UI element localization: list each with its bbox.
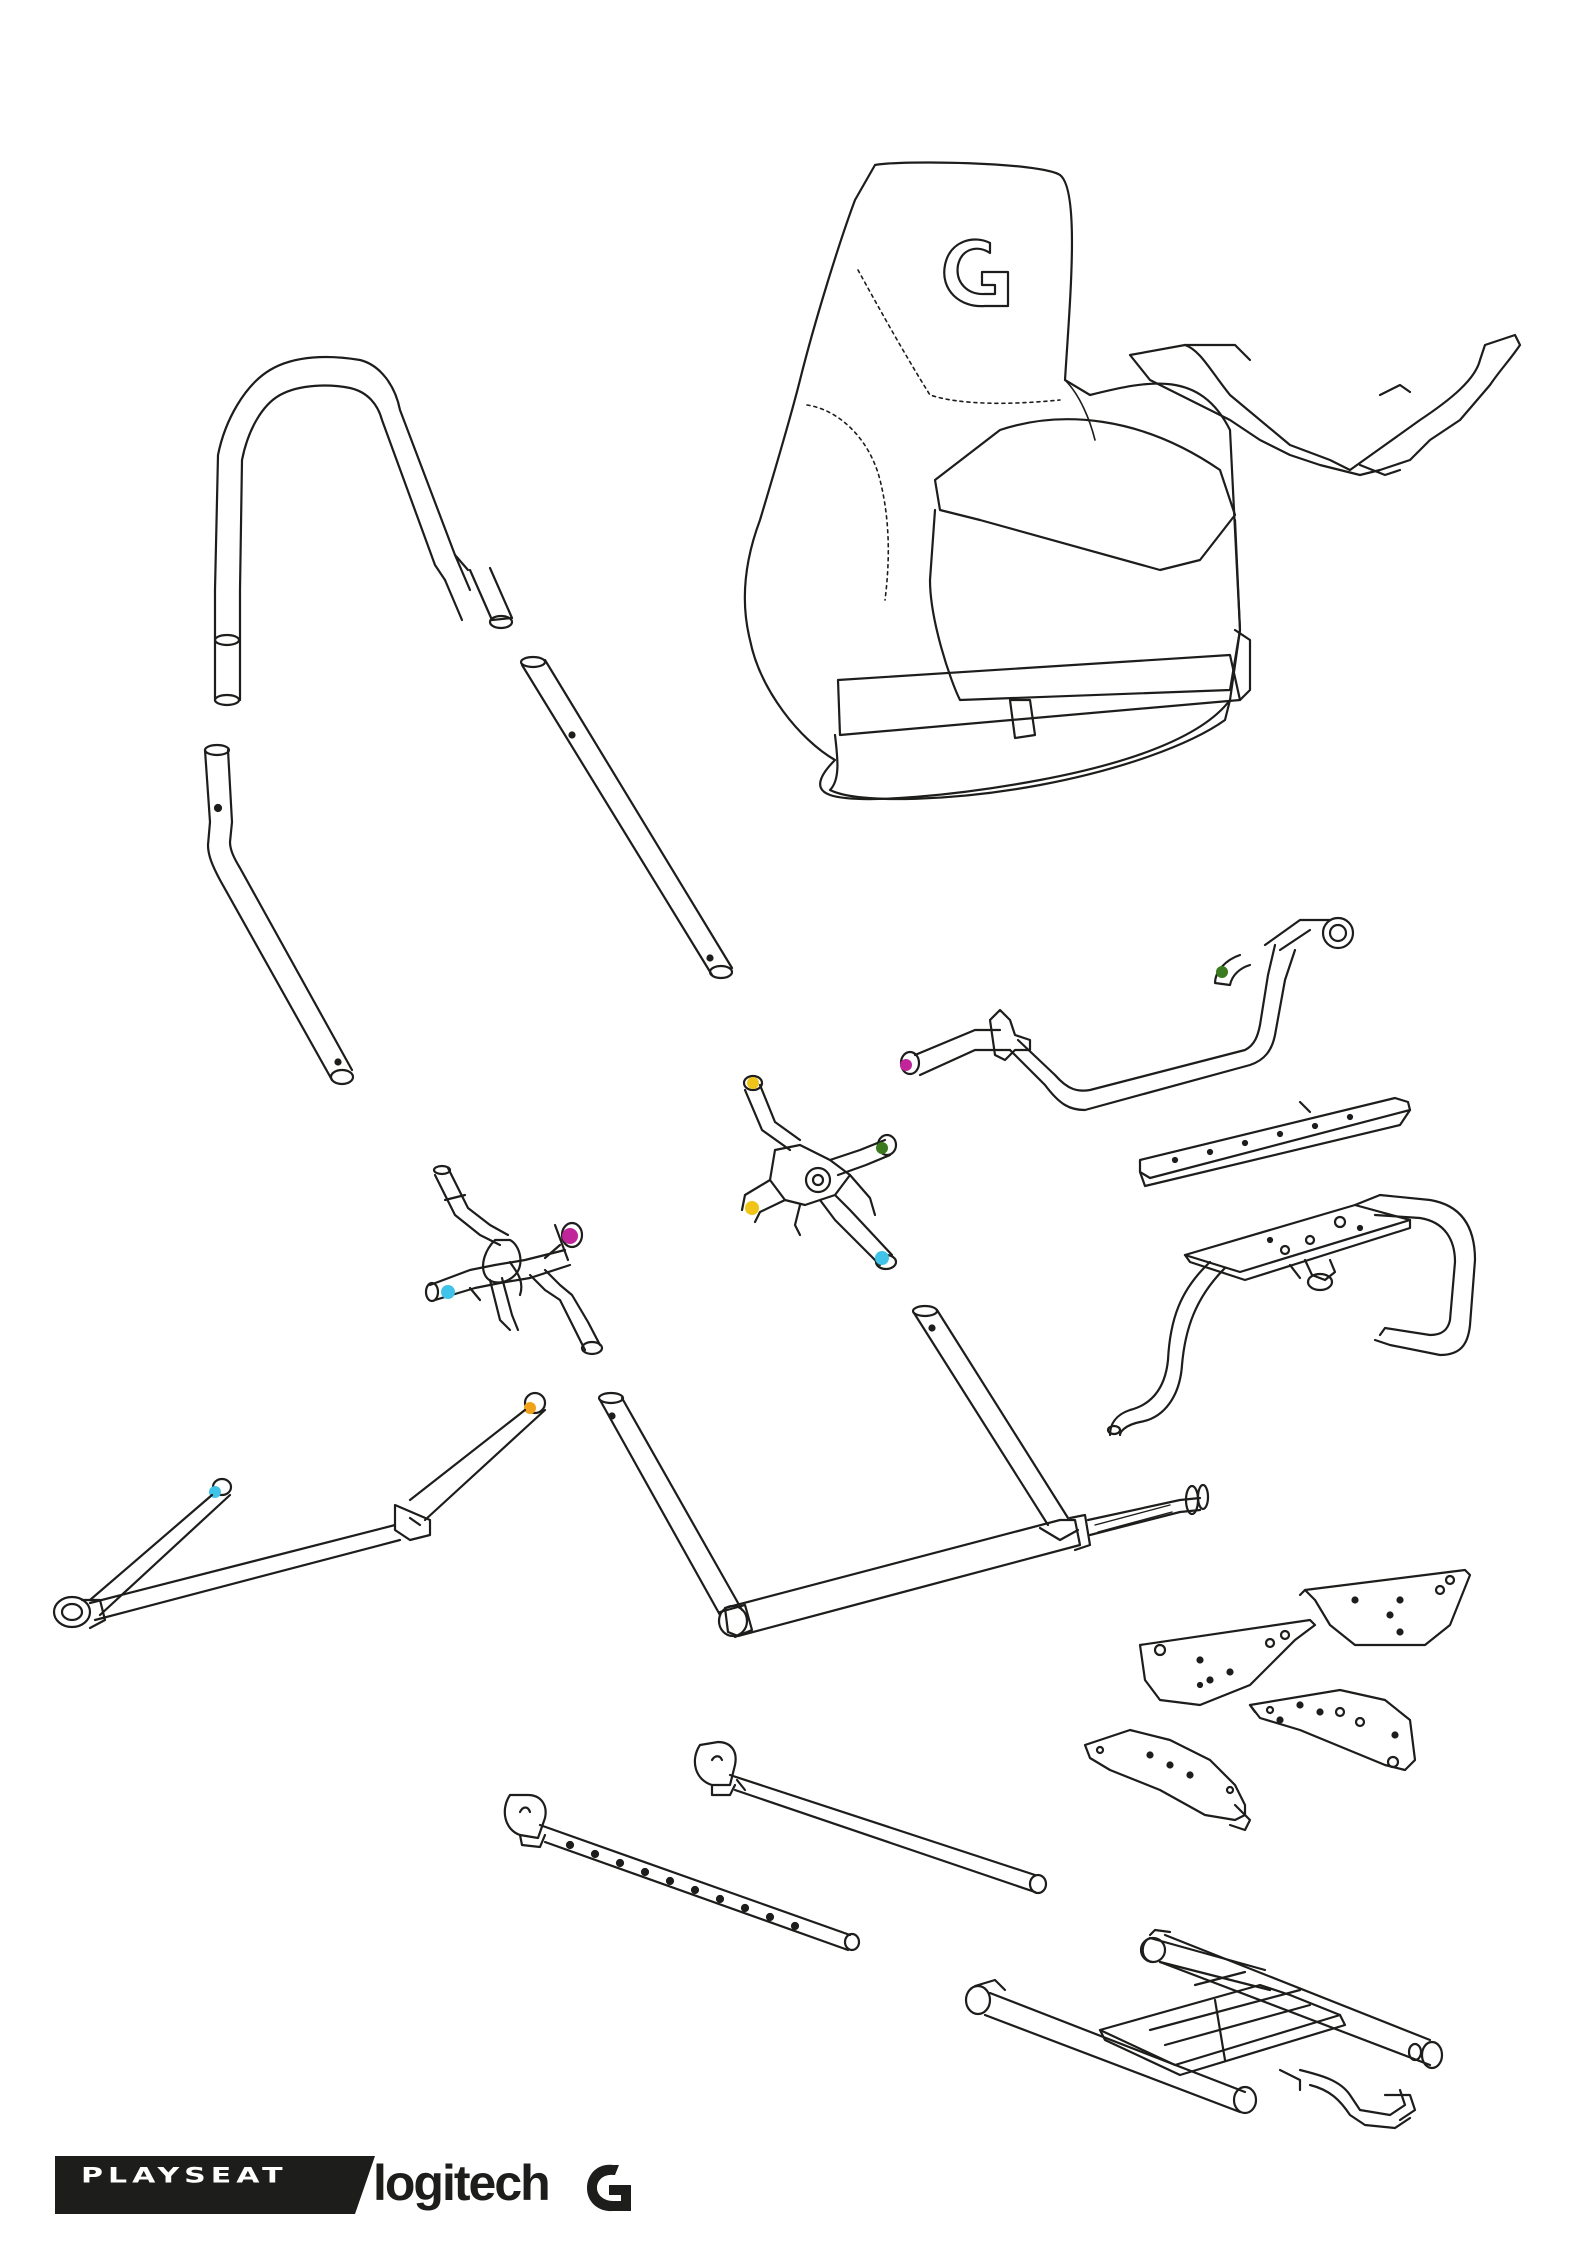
- mount-plates: [1085, 1570, 1470, 1830]
- cyan-marker: [441, 1285, 455, 1299]
- yellow-marker: [747, 1077, 759, 1089]
- right-hub-joint: [742, 1076, 896, 1269]
- cyan-marker: [875, 1251, 889, 1265]
- seat: [745, 162, 1520, 799]
- logitech-wordmark: logitech: [373, 2155, 549, 2211]
- left-lower-tube: [205, 745, 353, 1084]
- green-marker: [1216, 966, 1228, 978]
- magenta-marker: [900, 1059, 912, 1071]
- orange-marker: [524, 1402, 536, 1414]
- adjust-tube-holed: [505, 1795, 859, 1950]
- adjust-tube-long: [695, 1742, 1046, 1893]
- top-bow-tube: [215, 357, 512, 705]
- diagonal-tube: [521, 657, 732, 978]
- wheel-mount-bar: [900, 918, 1353, 1110]
- logitech-g-icon: [583, 2160, 638, 2215]
- logitech-g-icon: [944, 239, 1008, 306]
- pedal-frame: [966, 1930, 1442, 2128]
- playseat-logo-text: PLAYSEAT: [81, 2163, 288, 2188]
- left-a-frame: [54, 1393, 545, 1628]
- green-marker: [876, 1142, 888, 1154]
- center-base-frame: [599, 1306, 1208, 1637]
- magenta-marker: [562, 1228, 578, 1244]
- yellow-marker: [745, 1201, 759, 1215]
- logitech-logo-text: logitech: [373, 2154, 549, 2212]
- left-hub-joint: [426, 1166, 602, 1354]
- footer-branding: PLAYSEAT logitech: [55, 2150, 655, 2215]
- wheel-plate-arm: [1108, 1195, 1475, 1435]
- wheel-plate-rail: [1140, 1098, 1410, 1186]
